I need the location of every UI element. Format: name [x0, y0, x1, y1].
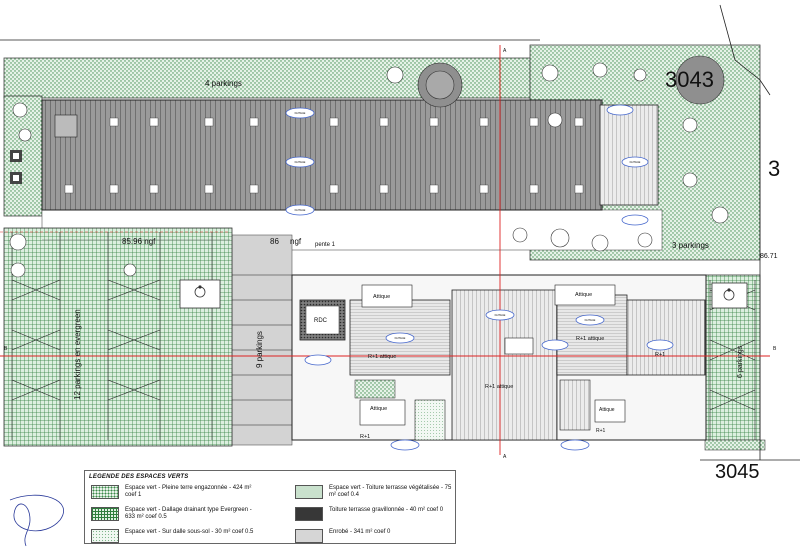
legend-box: LEGENDE DES ESPACES VERTS Espace vert - … — [84, 470, 456, 544]
parkings-right-label: 6 parkings — [737, 345, 744, 378]
room-r1-1: R+1 — [360, 434, 370, 440]
faitage-tag: FAITAGE — [495, 313, 506, 317]
room-attique-1: Attique — [373, 294, 390, 300]
faitage-tag: FAITAGE — [395, 336, 406, 340]
section-marker-a-bottom: A — [503, 454, 507, 460]
room-r1-attique-1: R+1 attique — [368, 354, 396, 360]
section-marker-b-right: B — [773, 346, 777, 352]
signature-mark — [9, 494, 64, 547]
parkings-center-label: 9 parkings — [255, 331, 264, 368]
section-marker-b-left: B — [4, 346, 8, 352]
evergreen-parking-left — [3, 227, 233, 447]
faitage-tag: FAITAGE — [630, 160, 641, 164]
attique-box-3 — [359, 399, 406, 426]
parkings-left-label: 12 parkings en evergreen — [73, 309, 82, 400]
attique-box-4 — [594, 399, 626, 423]
faitage-tag: FAITAGE — [295, 160, 306, 164]
legend-item-text: Espace vert - Sur dalle sous-sol - 30 m²… — [125, 529, 254, 535]
faitage-tag: FAITAGE — [295, 208, 306, 212]
faitage-tag: FAITAGE — [585, 318, 596, 322]
room-attique-4: Attique — [599, 407, 615, 413]
legend-item-text: Enrobé - 341 m² coef 0 — [329, 529, 391, 535]
legend-item-sous-dalle: Espace vert - Sur dalle sous-sol - 30 m²… — [91, 529, 285, 543]
parcel-number-3045: 3045 — [715, 461, 760, 483]
attique-box-2 — [554, 284, 616, 306]
legend-item-toiture-gravillonnee: Toiture terrasse gravillonnée - 40 m² co… — [295, 507, 459, 521]
legend-item-dallage: Espace vert - Dallage drainant type Ever… — [91, 507, 255, 521]
ngf-right-label: 86.71 — [760, 253, 778, 260]
legend-item-toiture-vegetalisee: Espace vert - Toiture terrasse végétalis… — [295, 485, 459, 499]
legend-item-text: Toiture terrasse gravillonnée - 40 m² co… — [329, 507, 444, 513]
legend-swatch — [91, 485, 119, 499]
legend-swatch — [295, 529, 323, 543]
attique-box-1 — [361, 284, 413, 308]
legend-swatch — [295, 507, 323, 521]
building-top-terrace — [599, 104, 659, 206]
parkings-top-label: 4 parkings — [205, 79, 242, 88]
parcel-number-3043: 3043 — [665, 67, 714, 92]
legend-item-text: Espace vert - Pleine terre engazonnée - … — [125, 485, 252, 498]
room-r1-attique-3: R+1 attique — [576, 336, 604, 342]
room-rdc: RDC — [314, 318, 328, 324]
legend-swatch — [295, 485, 323, 499]
lawn-bottom-right — [704, 439, 766, 451]
ngf-left-label: 85.96 ngf — [122, 237, 156, 246]
parcel-number-3: 3 — [768, 156, 780, 181]
legend-title: LEGENDE DES ESPACES VERTS — [89, 474, 189, 480]
block-4-roof — [626, 299, 706, 376]
room-attique-2: Attique — [575, 292, 592, 298]
enrobe-center — [231, 234, 293, 446]
room-attique-3: Attique — [370, 406, 387, 412]
accessible-parking-icon — [179, 279, 748, 309]
faitage-tag: FAITAGE — [295, 111, 306, 115]
room-r1-2: R+1 — [655, 352, 665, 358]
parkings-right-top-label: 3 parkings — [672, 241, 709, 250]
ngf-center-suffix: ngf — [290, 237, 302, 246]
pente-label: pente 1 — [315, 242, 336, 248]
legend-swatch — [91, 529, 119, 543]
room-r1-3: R+1 — [596, 428, 606, 434]
legend-item-text: Espace vert - Dallage drainant type Ever… — [125, 507, 252, 520]
legend-item-text: Espace vert - Toiture terrasse végétalis… — [329, 485, 452, 498]
room-r1-attique-2: R+1 attique — [485, 384, 513, 390]
block-3-roof — [556, 294, 628, 376]
building-top-roof — [41, 99, 603, 211]
legend-swatch — [91, 507, 119, 521]
ngf-center-label: 86 — [270, 237, 279, 246]
legend-item-pleine-terre: Espace vert - Pleine terre engazonnée - … — [91, 485, 255, 499]
legend-item-enrobe: Enrobé - 341 m² coef 0 — [295, 529, 459, 543]
section-marker-a-top: A — [503, 48, 507, 54]
